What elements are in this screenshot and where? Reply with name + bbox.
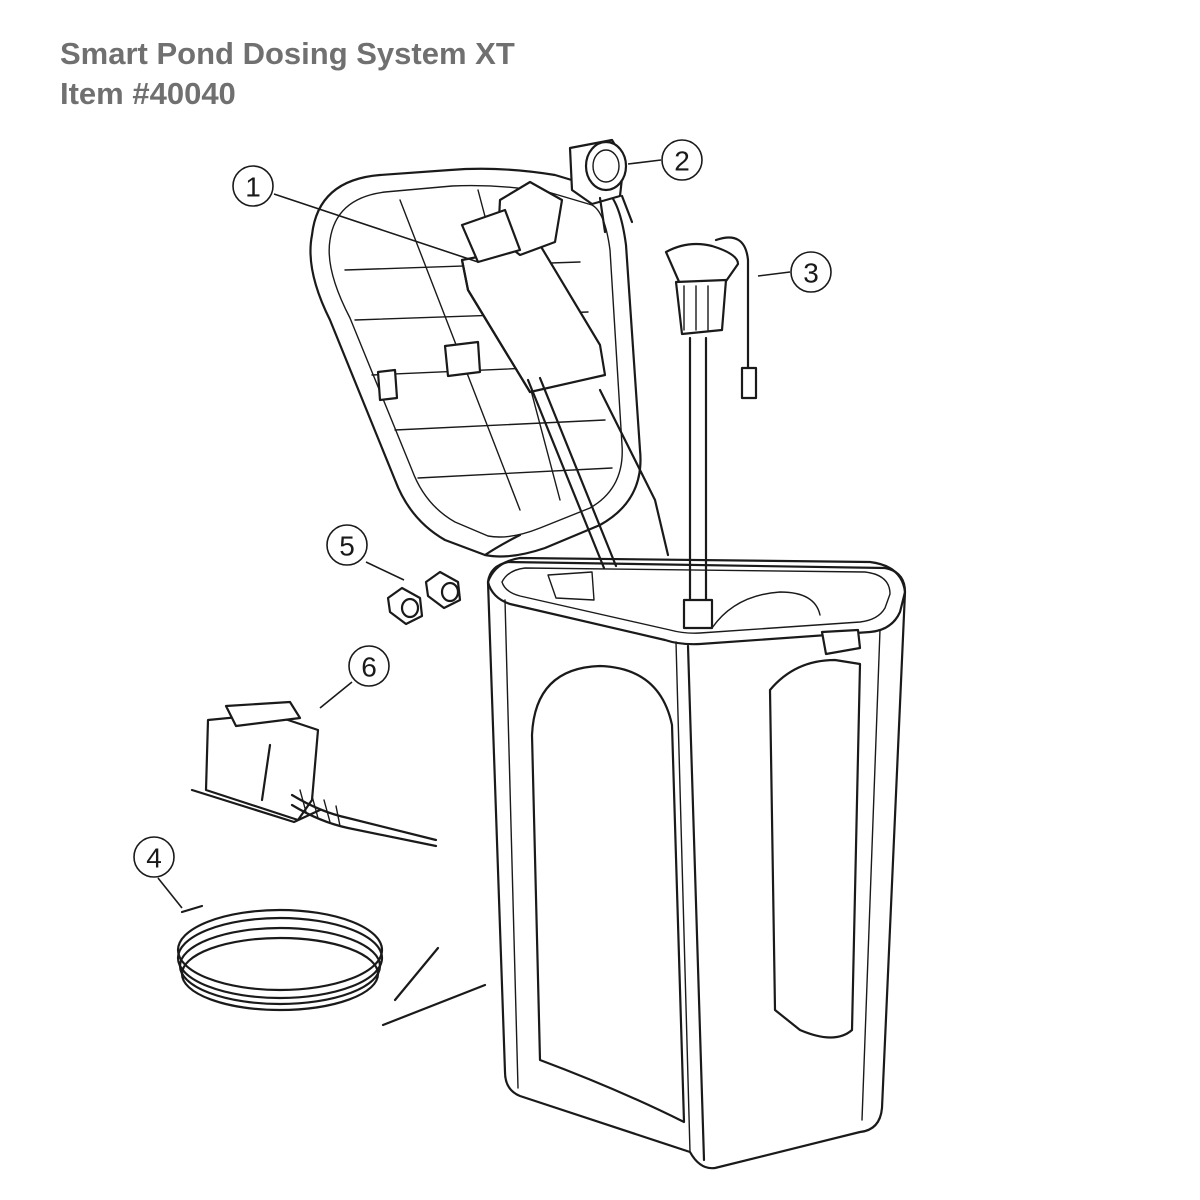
- transformer: [190, 700, 438, 848]
- coiled-tubing: [176, 904, 487, 1027]
- callout-4-number: 4: [146, 843, 162, 874]
- callout-1: 1: [232, 165, 479, 263]
- item-number: Item #40040: [60, 76, 236, 111]
- callout-3: 3: [757, 251, 832, 293]
- callout-1-number: 1: [245, 172, 261, 203]
- callout-6-number: 6: [361, 652, 377, 683]
- callout-2: 2: [627, 139, 703, 181]
- callout-5-number: 5: [339, 531, 355, 562]
- title-block: Smart Pond Dosing System XT Item #40040: [60, 34, 515, 114]
- callout-4: 4: [133, 836, 183, 909]
- level-sensor: [664, 236, 758, 630]
- callout-6: 6: [319, 645, 390, 709]
- fittings: [386, 570, 462, 626]
- callout-2-number: 2: [674, 146, 690, 177]
- pump-head: [568, 138, 634, 234]
- callout-3-number: 3: [803, 258, 819, 289]
- callout-5: 5: [326, 524, 405, 581]
- lid-with-controller: [309, 167, 670, 570]
- product-title: Smart Pond Dosing System XT: [60, 36, 515, 71]
- reservoir-tank: [486, 556, 907, 1170]
